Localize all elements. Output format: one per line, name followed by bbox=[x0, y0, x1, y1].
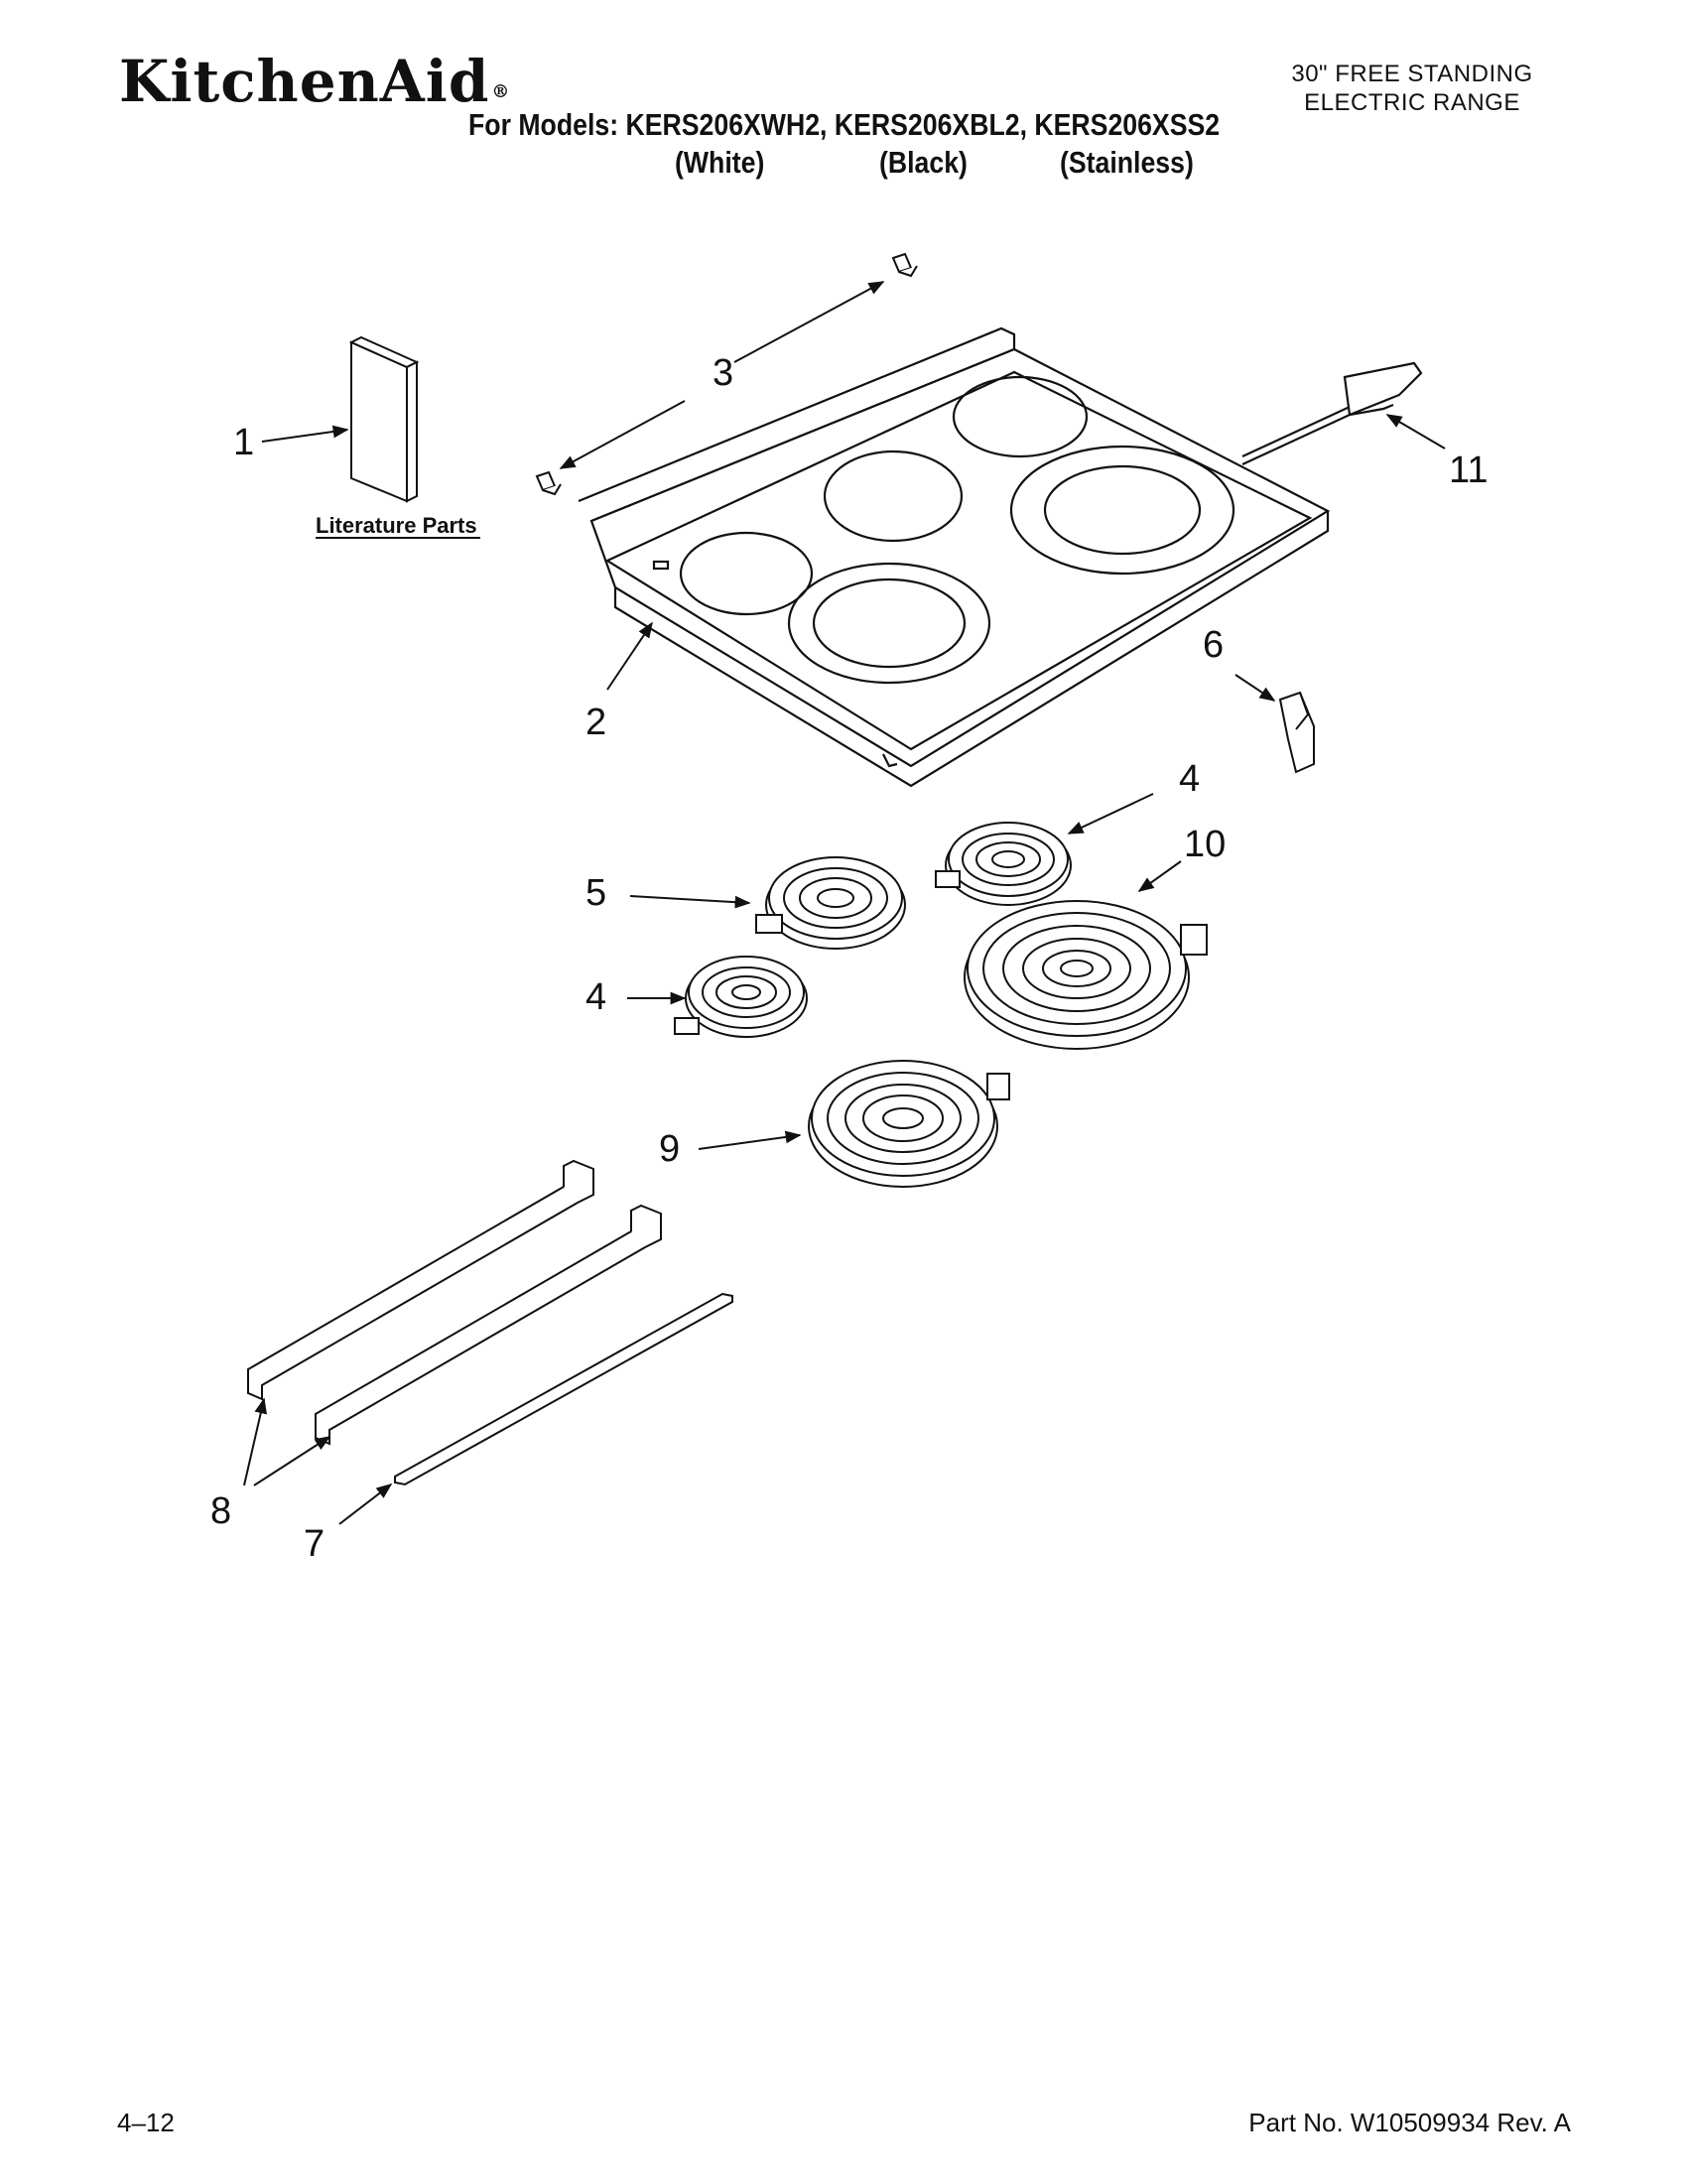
callout-6: 6 bbox=[1203, 624, 1224, 666]
callout-4-upper: 4 bbox=[1179, 758, 1200, 800]
callout-1: 1 bbox=[233, 422, 254, 463]
literature-booklet bbox=[348, 335, 420, 503]
models-line: For Models: KERS206XWH2, KERS206XBL2, KE… bbox=[468, 107, 1221, 142]
callout-4-lower: 4 bbox=[585, 976, 606, 1018]
brand-logo: KitchenAid® bbox=[119, 48, 510, 115]
bracket-clip bbox=[1278, 691, 1315, 774]
literature-parts-label: Literature Parts bbox=[316, 513, 477, 538]
cooktop-assembly bbox=[578, 326, 1423, 788]
page-number: 4–12 bbox=[117, 2108, 175, 2137]
surface-element-10 bbox=[964, 900, 1208, 1050]
part-number: Part No. W10509934 Rev. A bbox=[1248, 2108, 1571, 2137]
surface-element-4-upper bbox=[935, 822, 1072, 906]
callout-2: 2 bbox=[585, 702, 606, 743]
callout-10: 10 bbox=[1184, 824, 1226, 865]
surface-element-9 bbox=[808, 1060, 1010, 1188]
registered-mark: ® bbox=[491, 81, 511, 102]
callout-5: 5 bbox=[585, 872, 606, 914]
finish-black: (Black) bbox=[879, 145, 968, 180]
finish-stainless: (Stainless) bbox=[1060, 145, 1194, 180]
finish-white: (White) bbox=[675, 145, 765, 180]
product-title: 30" FREE STANDING ELECTRIC RANGE bbox=[1263, 60, 1561, 117]
callout-3: 3 bbox=[713, 352, 733, 394]
callout-9: 9 bbox=[659, 1128, 680, 1170]
hold-down-clip-upper bbox=[891, 252, 918, 278]
hold-down-clip-lower bbox=[535, 470, 562, 496]
callout-arrows bbox=[243, 281, 1446, 1525]
front-trim-strip bbox=[394, 1292, 733, 1486]
product-line-1: 30" FREE STANDING bbox=[1291, 61, 1533, 87]
surface-element-4-lower bbox=[674, 956, 808, 1038]
callout-11: 11 bbox=[1449, 450, 1488, 491]
callout-8: 8 bbox=[210, 1490, 231, 1532]
surface-element-5 bbox=[755, 856, 906, 950]
brand-name: KitchenAid bbox=[119, 48, 490, 115]
callout-7: 7 bbox=[304, 1523, 325, 1565]
product-line-2: ELECTRIC RANGE bbox=[1304, 89, 1520, 116]
support-bracket-upper bbox=[247, 1159, 594, 1401]
